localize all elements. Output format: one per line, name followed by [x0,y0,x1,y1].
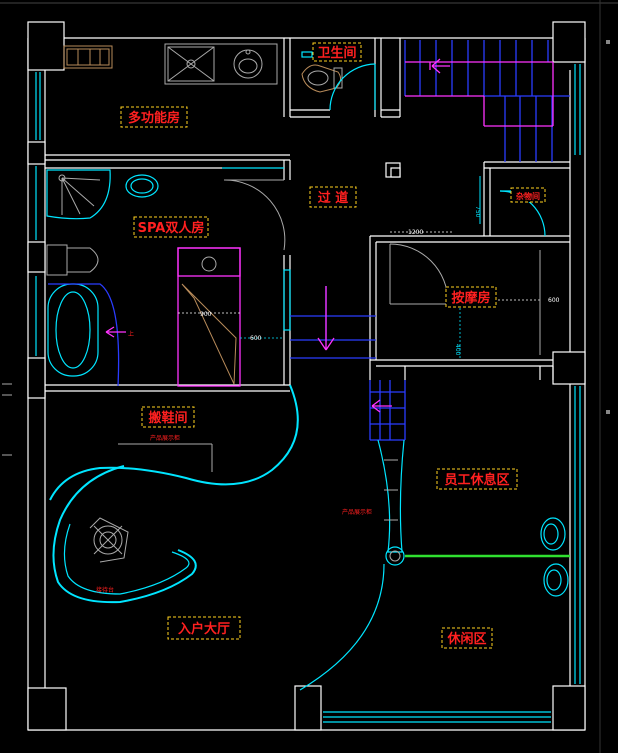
product-display-cabinet [369,380,406,566]
room-label-massage: 按摩房 [445,286,497,308]
entrance-curves [49,384,570,691]
exterior-walls [27,21,586,731]
staircase [404,40,570,162]
room-label-break-room: 员工休息区 [436,468,518,490]
room-label-multi-function: 多功能房 [120,106,188,128]
corridor-markers [290,286,376,359]
note-product-display-1: 产品展示柜 [150,434,180,442]
svg-text:杂物间: 杂物间 [516,191,540,201]
note-reception-desk: 接待台 [96,586,114,594]
svg-text:搬鞋间: 搬鞋间 [148,410,187,426]
room-label-entrance-hall: 入户大厅 [167,616,241,640]
svg-text:休闲区: 休闲区 [446,631,486,647]
dim-750: 750 [474,206,481,218]
room-label-bathroom: 卫生间 [312,42,362,62]
note-up-arrow: 上 [128,330,134,338]
svg-text:过 道: 过 道 [318,190,349,206]
note-product-display-2: 产品展示柜 [342,508,372,516]
svg-text:多功能房: 多功能房 [128,110,180,126]
multi-function-fixtures [63,43,278,85]
room-label-waiting-area: 休闲区 [441,627,493,649]
spa-fixtures [46,167,291,387]
svg-text:SPA双人房: SPA双人房 [138,220,205,236]
svg-text:员工休息区: 员工休息区 [444,472,509,488]
svg-text:卫生间: 卫生间 [317,45,356,61]
windows [35,64,581,723]
room-label-spa: SPA双人房 [133,216,209,238]
dim-400: 400 [454,344,461,356]
svg-text:入户大厅: 入户大厅 [178,621,230,637]
dim-600b: 600 [548,297,560,304]
dim-600: 600 [250,335,262,342]
room-label-utility: 杂物间 [510,187,546,203]
svg-text:按摩房: 按摩房 [451,290,490,306]
room-label-dressing: 搬鞋间 [141,406,195,428]
dim-900: 900 [200,311,212,318]
room-label-corridor: 过 道 [309,186,357,208]
dim-1200: 1200 [408,229,423,236]
